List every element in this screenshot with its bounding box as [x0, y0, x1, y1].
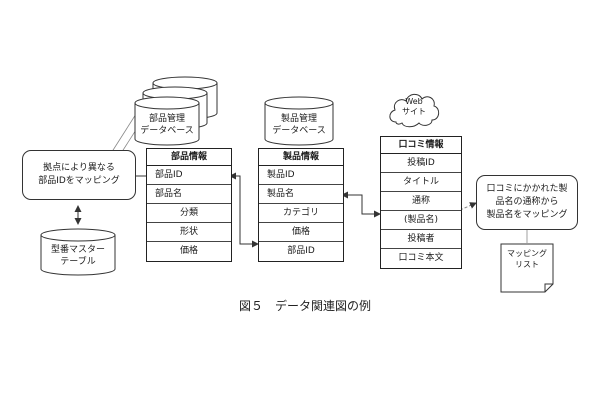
review-field-body: 口コミ本文 [398, 253, 444, 263]
review-field-nickname: 通称 [381, 192, 461, 211]
review-field-post-id: 投稿ID [381, 154, 461, 173]
product-field-category: カテゴリ [259, 204, 343, 223]
parts-info-title: 部品情報 [147, 149, 231, 166]
review-info-title: 口コミ情報 [381, 137, 461, 154]
model-master-table-cylinder: 型番マスター テーブル [40, 228, 116, 276]
model-master-label: 型番マスター テーブル [50, 245, 105, 267]
parts-field-category: 分類 [147, 204, 231, 223]
parts-db-cylinder: 部品管理 データベース [134, 96, 200, 146]
website-label: Web サイト [402, 97, 426, 116]
base-id-mapping-box: 拠点により異なる 部品IDをマッピング [22, 150, 136, 200]
parts-field-shape: 形状 [147, 223, 231, 242]
product-info-title: 製品情報 [259, 149, 343, 166]
parts-info-entity: 部品情報 部品ID 部品名 分類 形状 価格 [146, 148, 232, 262]
product-field-product-id: 製品ID [259, 166, 343, 185]
product-name-link [341, 191, 381, 218]
mapping-list-label: マッピング リスト [507, 249, 547, 269]
review-info-entity: 口コミ情報 投稿ID タイトル 通称 (製品名) 投稿者 口コミ本文 [380, 136, 462, 269]
parts-field-price: 価格 [179, 246, 198, 256]
product-field-price: 価格 [259, 223, 343, 242]
review-field-product-name: (製品名) [381, 211, 461, 230]
product-info-entity: 製品情報 製品ID 製品名 カテゴリ 価格 部品ID [258, 148, 344, 262]
review-field-poster: 投稿者 [381, 230, 461, 249]
product-db-label: 製品管理 データベース [272, 114, 326, 136]
product-db-cylinder: 製品管理 データベース [264, 96, 334, 146]
reviews-to-mapping-line [459, 202, 477, 211]
mapping-list-document-icon [500, 243, 554, 293]
parts-field-parts-name: 部品名 [147, 185, 231, 204]
parts-field-parts-id: 部品ID [147, 166, 231, 185]
figure-caption: 図５ データ関連図の例 [238, 299, 371, 313]
product-field-product-name: 製品名 [259, 185, 343, 204]
parts-id-link [229, 172, 259, 248]
website-cloud-icon [389, 93, 440, 128]
review-field-title: タイトル [381, 173, 461, 192]
parts-db-label: 部品管理 データベース [140, 114, 194, 136]
product-field-parts-id: 部品ID [287, 246, 315, 256]
review-name-mapping-box: 口コミにかかれた製 品名の通称から 製品名をマッピング [476, 175, 578, 230]
